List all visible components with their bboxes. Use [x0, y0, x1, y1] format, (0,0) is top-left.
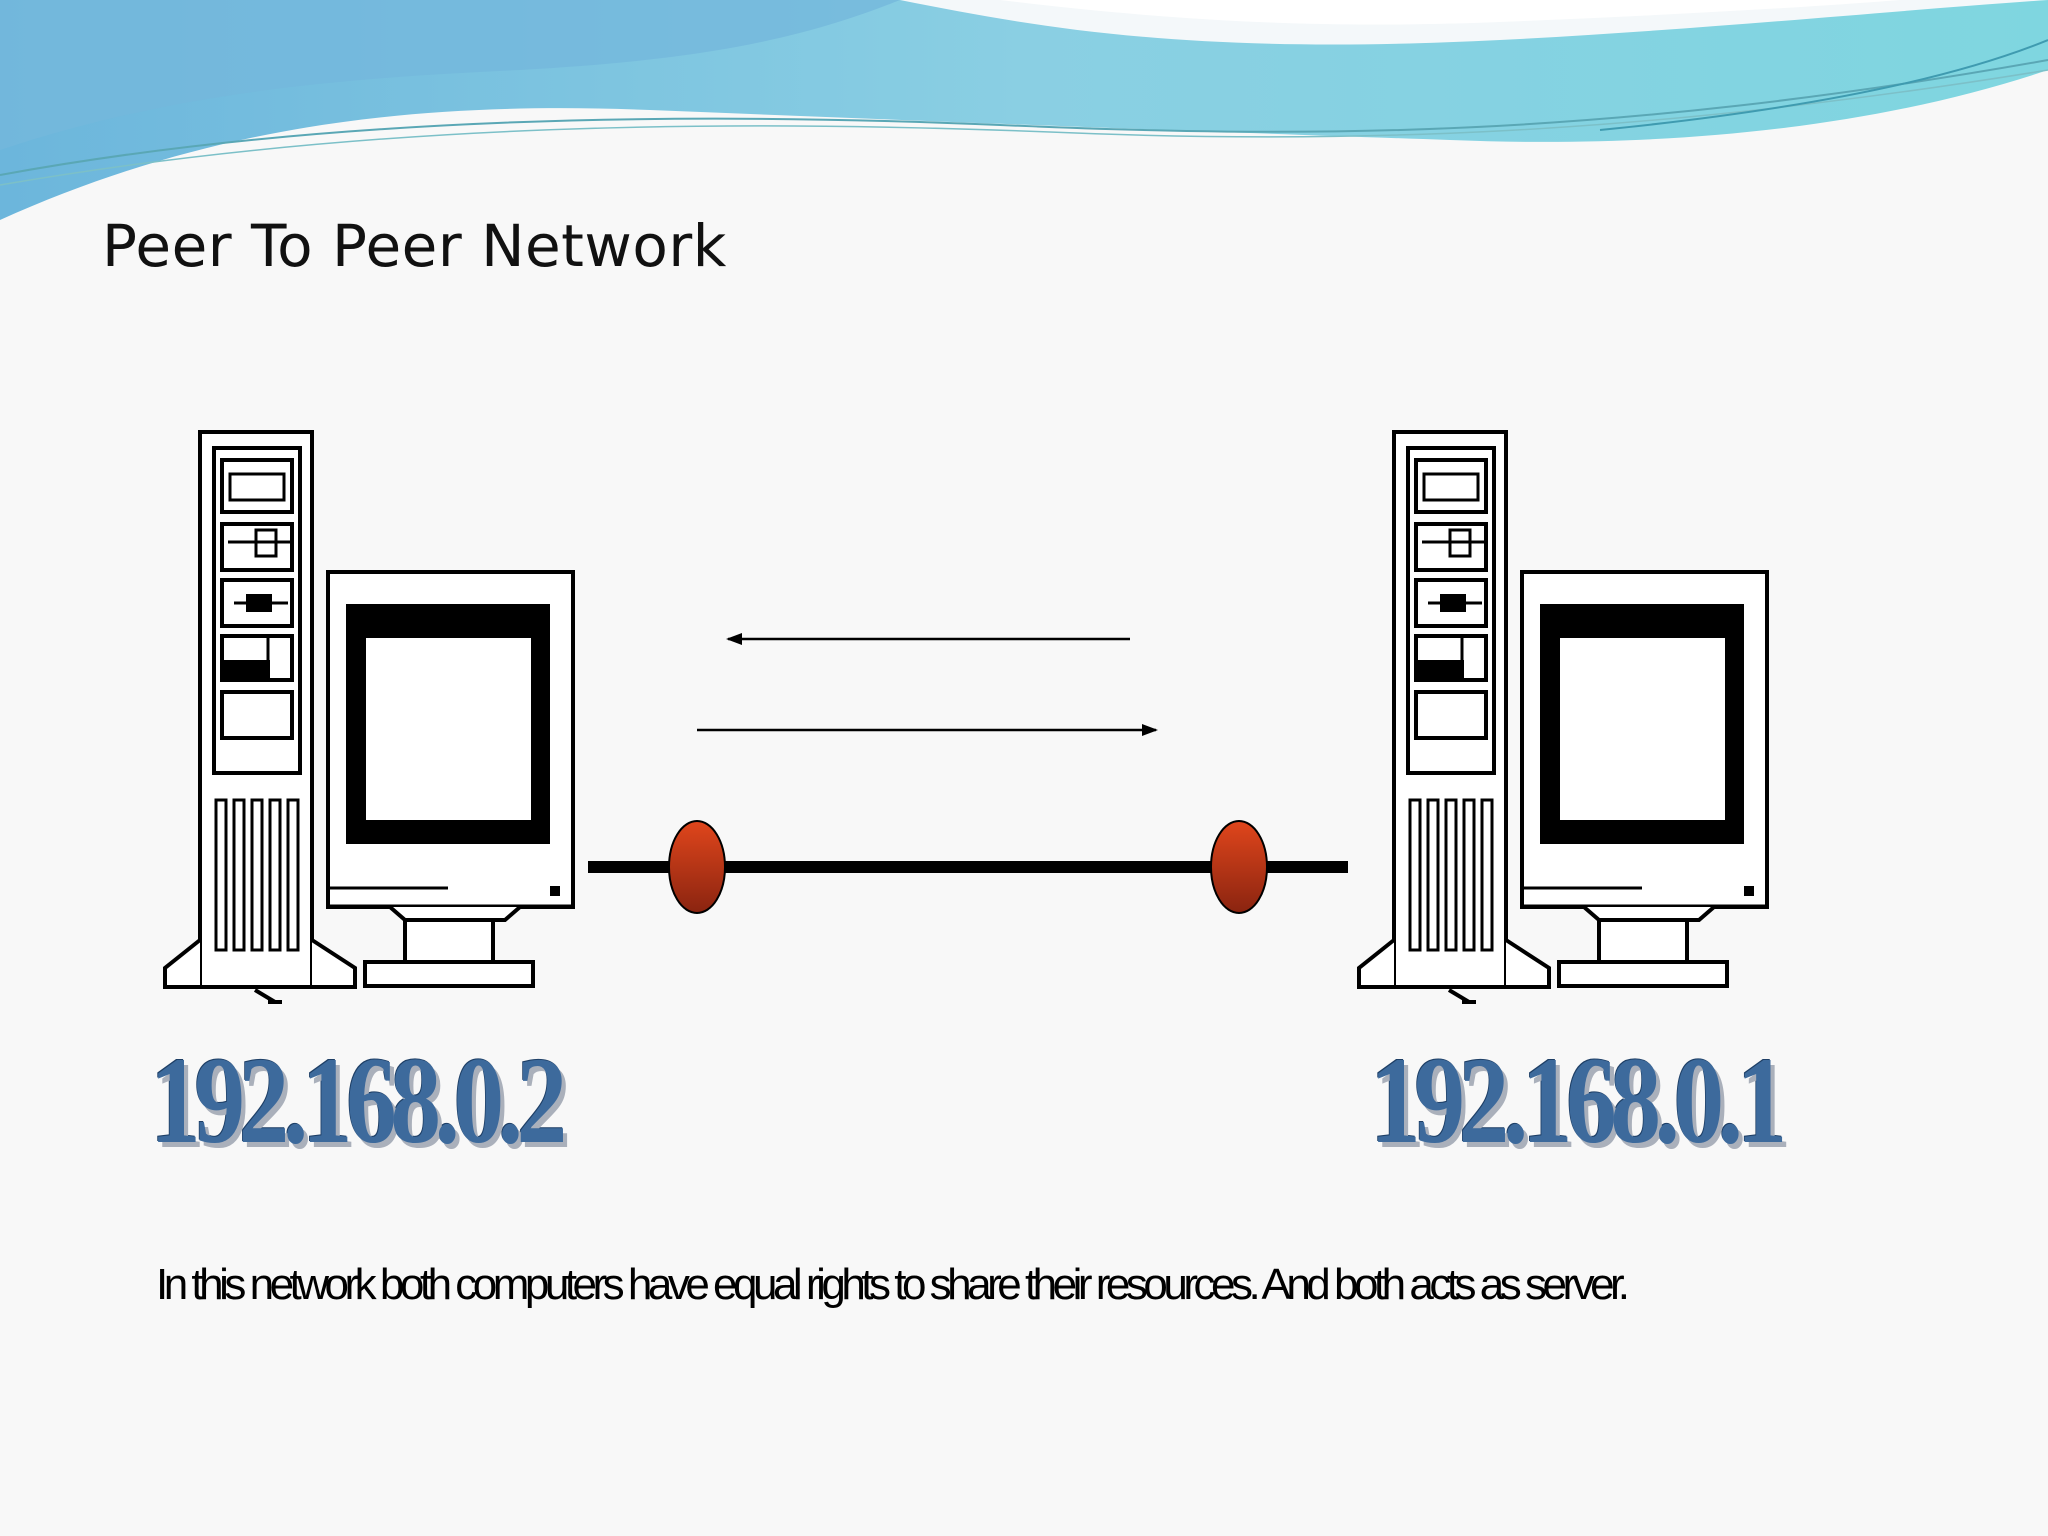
- slide-title: Peer To Peer Network: [102, 212, 727, 280]
- header-wave-decoration: [0, 0, 2048, 220]
- caption-text: In this network both computers have equa…: [156, 1260, 1630, 1309]
- ip-label-left: 192.168.0.2: [150, 1032, 567, 1169]
- ip-label-right: 192.168.0.1: [1370, 1032, 1787, 1169]
- slide-caption: In this network both computers have equa…: [156, 1258, 1996, 1312]
- left-computer-icon: [163, 430, 575, 1004]
- right-computer-icon: [1357, 430, 1769, 1004]
- connector-right: [1210, 820, 1268, 914]
- connector-left: [668, 820, 726, 914]
